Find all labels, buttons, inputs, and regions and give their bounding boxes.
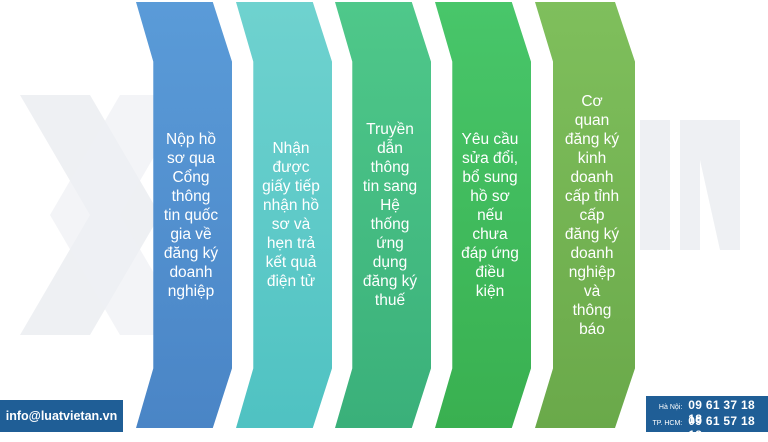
hanoi-label: Hà Nội: <box>658 404 683 411</box>
step-3-chevron: Truyền dẫn thông tin sang Hệ thống ứng d… <box>335 2 431 428</box>
hcm-phone[interactable]: 09 61 57 18 18 <box>688 414 755 442</box>
hanoi-contact: Hà Nội: 09 61 37 18 18 <box>652 398 768 426</box>
step-1-chevron: Nộp hồ sơ qua Cổng thông tin quốc gia về… <box>136 2 232 428</box>
step-1-text: Nộp hồ sơ qua Cổng thông tin quốc gia về… <box>163 130 219 300</box>
hcm-contact: TP. HCM: 09 61 57 18 18 <box>652 414 768 442</box>
process-steps: Nộp hồ sơ qua Cổng thông tin quốc gia về… <box>136 2 635 428</box>
step-2-chevron: Nhận được giấy tiếp nhận hồ sơ và hẹn tr… <box>236 2 332 428</box>
step-5-text: Cơ quan đăng ký kinh doanh cấp tỉnh cấp … <box>564 92 620 338</box>
phone-banner: Hà Nội: 09 61 37 18 18 TP. HCM: 09 61 57… <box>646 396 768 442</box>
step-5-chevron: Cơ quan đăng ký kinh doanh cấp tỉnh cấp … <box>535 2 635 428</box>
hanoi-phone[interactable]: 09 61 37 18 18 <box>688 398 755 426</box>
step-4-chevron: Yêu cầu sửa đổi, bổ sung hồ sơ nếu chưa … <box>435 2 531 428</box>
email-banner: info@luatvietan.vn <box>0 400 123 432</box>
step-3-text: Truyền dẫn thông tin sang Hệ thống ứng d… <box>362 121 418 309</box>
email-text[interactable]: info@luatvietan.vn <box>5 409 118 423</box>
hcm-label: TP. HCM: <box>652 420 683 427</box>
step-4-text: Yêu cầu sửa đổi, bổ sung hồ sơ nếu chưa … <box>461 130 519 300</box>
step-2-text: Nhận được giấy tiếp nhận hồ sơ và hẹn tr… <box>262 140 320 290</box>
